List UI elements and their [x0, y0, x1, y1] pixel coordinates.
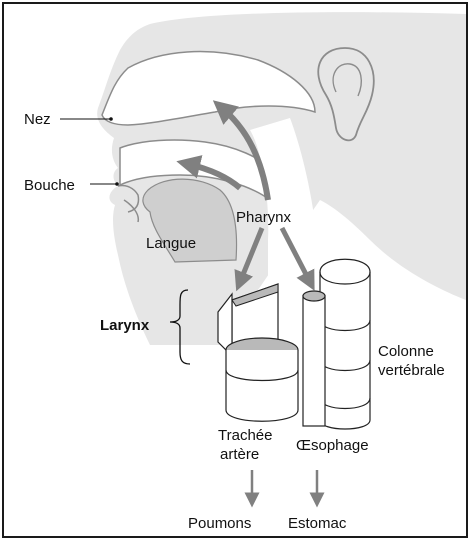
- label-trachea-line2: artère: [220, 446, 259, 463]
- label-nose: Nez: [24, 111, 51, 128]
- label-spine-line2: vertébrale: [378, 362, 445, 379]
- label-trachea-line1: Trachée: [218, 427, 272, 444]
- trachea-organ: [226, 338, 298, 421]
- label-spine-line1: Colonne: [378, 343, 434, 360]
- label-stomach: Estomac: [288, 515, 347, 532]
- label-mouth: Bouche: [24, 177, 75, 194]
- label-larynx: Larynx: [100, 317, 150, 334]
- label-tongue: Langue: [146, 235, 196, 252]
- spine-organ: [320, 259, 370, 429]
- label-lungs: Poumons: [188, 515, 251, 532]
- nose-leader-dot: [109, 117, 113, 121]
- label-esophagus: Œsophage: [296, 437, 369, 454]
- label-pharynx: Pharynx: [236, 209, 292, 226]
- mouth-leader-dot: [115, 182, 119, 186]
- esophagus-organ: [303, 291, 325, 426]
